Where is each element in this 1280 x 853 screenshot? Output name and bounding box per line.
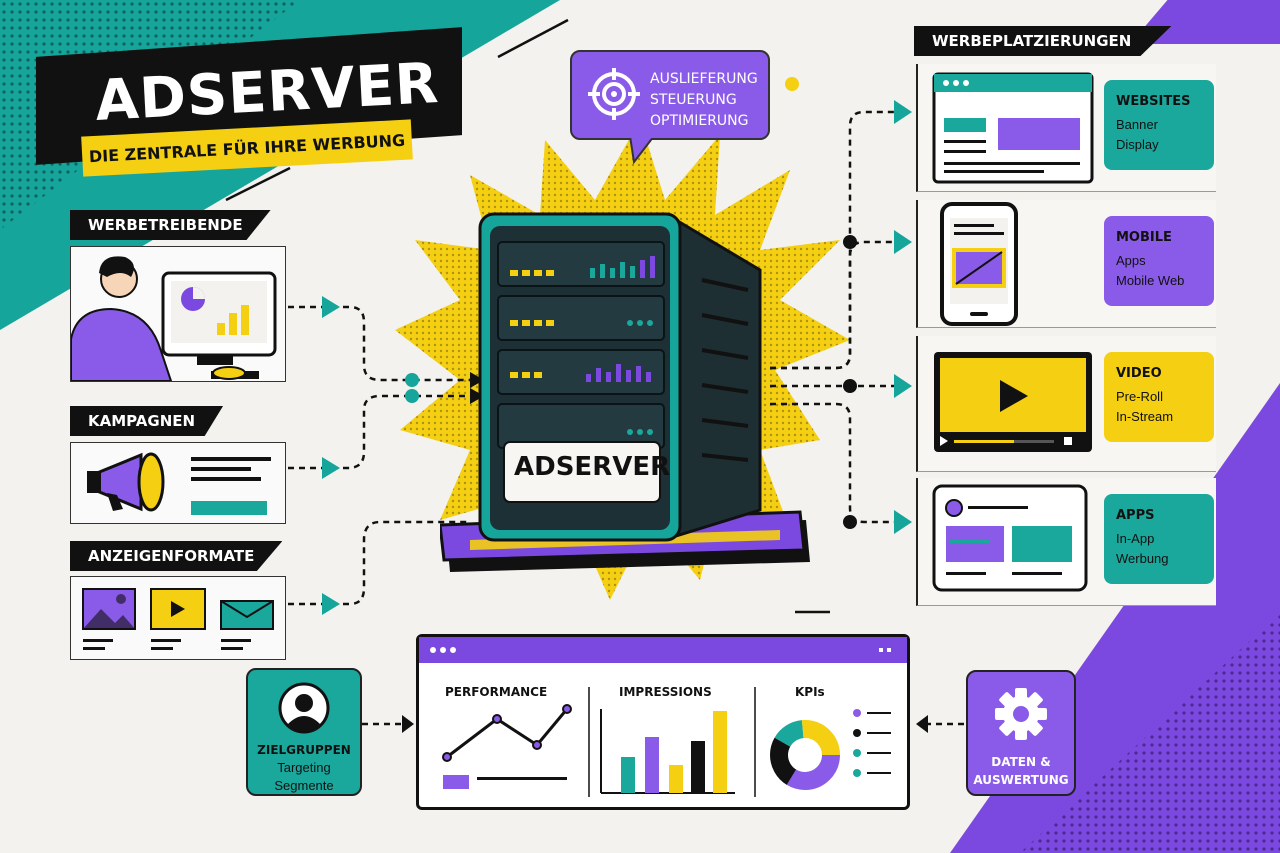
campaigns-card <box>70 442 286 524</box>
dashboard-titlebar <box>419 637 907 663</box>
ad-formats-card <box>70 576 286 660</box>
placement-title: MOBILE <box>1116 230 1172 245</box>
placement-line: In-Stream <box>1116 409 1174 424</box>
placement-info-websites: WEBSITES Banner Display <box>1104 80 1214 170</box>
placement-mobile: MOBILE Apps Mobile Web <box>916 200 1216 328</box>
section-label-placements: WERBEPLATZIERUNGEN <box>914 26 1172 56</box>
dashboard-performance-title: PERFORMANCE <box>445 685 548 699</box>
placement-info-apps: APPS In-App Werbung <box>1104 494 1214 584</box>
placement-info-mobile: MOBILE Apps Mobile Web <box>1104 216 1214 306</box>
targeting-title: ZIELGRUPPEN <box>257 743 351 757</box>
placement-line: Pre-Roll <box>1116 389 1163 404</box>
server-label: ADSERVER <box>514 452 671 482</box>
placement-title: VIDEO <box>1116 366 1162 381</box>
section-label-advertisers: WERBETREIBENDE <box>70 210 271 240</box>
user-avatar-icon <box>278 682 330 734</box>
placement-line: Mobile Web <box>1116 273 1185 288</box>
server-illustration <box>440 212 810 572</box>
ad-format-icons <box>82 588 274 650</box>
placement-info-video: VIDEO Pre-Roll In-Stream <box>1104 352 1214 442</box>
dashboard-kpis-title: KPIs <box>795 685 825 699</box>
bubble-line: STEUERUNG <box>650 92 737 108</box>
placement-line: Apps <box>1116 253 1146 268</box>
app-window-icon <box>932 484 1088 592</box>
data-analysis-box: DATEN & AUSWERTUNG <box>966 670 1076 796</box>
smartphone-icon <box>940 202 1018 326</box>
placement-websites: WEBSITES Banner Display <box>916 64 1216 192</box>
placement-apps: APPS In-App Werbung <box>916 478 1216 606</box>
video-player-icon <box>934 352 1092 452</box>
target-icon <box>588 68 640 120</box>
targeting-box: ZIELGRUPPEN Targeting Segmente <box>246 668 362 796</box>
function-bubble: AUSLIEFERUNG STEUERUNG OPTIMIERUNG <box>570 50 770 140</box>
advertisers-card <box>70 246 286 382</box>
dashboard-impressions-title: IMPRESSIONS <box>619 685 712 699</box>
gear-icon <box>995 688 1047 740</box>
bubble-text: AUSLIEFERUNG STEUERUNG OPTIMIERUNG <box>650 69 758 132</box>
bubble-tail <box>628 136 658 165</box>
bubble-line: AUSLIEFERUNG <box>650 71 758 87</box>
placement-line: Werbung <box>1116 551 1169 566</box>
placement-line: In-App <box>1116 531 1155 546</box>
placement-video: VIDEO Pre-Roll In-Stream <box>916 336 1216 472</box>
targeting-line: Segmente <box>274 778 334 793</box>
section-label-campaigns: KAMPAGNEN <box>70 406 224 436</box>
placement-title: WEBSITES <box>1116 94 1191 109</box>
data-box-line: DATEN & <box>991 755 1051 769</box>
dashboard-charts <box>442 687 891 797</box>
analytics-dashboard: PERFORMANCE IMPRESSIONS KPIs <box>416 634 910 810</box>
bubble-line: OPTIMIERUNG <box>650 113 749 129</box>
data-box-line: AUSWERTUNG <box>973 773 1069 787</box>
targeting-line: Targeting <box>277 760 331 775</box>
megaphone-icon <box>87 452 271 515</box>
advertiser-person-icon <box>70 256 277 382</box>
placement-line: Banner <box>1116 117 1158 132</box>
placement-line: Display <box>1116 137 1159 152</box>
website-icon <box>932 72 1094 184</box>
placement-title: APPS <box>1116 508 1155 523</box>
section-label-ad-formats: ANZEIGENFORMATE <box>70 541 283 571</box>
